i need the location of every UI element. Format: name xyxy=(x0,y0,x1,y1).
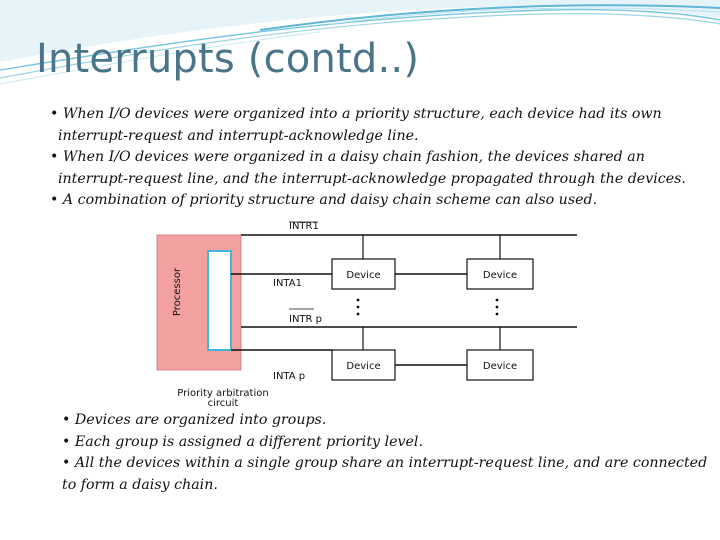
device-label: Device xyxy=(483,270,517,281)
bullet-daisy-chain: • When I/O devices were organized in a d… xyxy=(50,149,686,187)
ellipsis-dots-left xyxy=(356,298,360,316)
device-label: Device xyxy=(346,361,380,372)
bullet-priority-level: • Each group is assigned a different pri… xyxy=(62,433,423,450)
bullet-groups: • Devices are organized into groups. xyxy=(62,412,327,428)
bullet-shared-line: • All the devices within a single group … xyxy=(62,455,708,493)
ellipsis-dots-right xyxy=(495,298,499,316)
slide-title: Interrupts (contd..) xyxy=(36,36,420,82)
intap-label: INTA p xyxy=(273,371,305,382)
inta1-label: INTA1 xyxy=(273,278,302,289)
bottom-bullet-list: • Devices are organized into groups. • E… xyxy=(62,410,712,496)
priority-arbitration-circuit xyxy=(207,250,232,351)
bullet-priority-structure: • When I/O devices were organized into a… xyxy=(50,106,662,144)
interrupt-priority-diagram: Processor INTR1 INTA1 Device Device INTR… xyxy=(156,221,577,409)
intrp-label: INTR p xyxy=(289,314,322,325)
device-label: Device xyxy=(483,361,517,372)
intr1-label: INTR1 xyxy=(289,221,319,232)
bullet-combination: • A combination of priority structure an… xyxy=(50,192,598,209)
arbitration-label-line2: circuit xyxy=(208,398,239,409)
processor-label: Processor xyxy=(172,267,183,316)
top-bullet-list: • When I/O devices were organized into a… xyxy=(50,104,718,212)
device-groupp-a xyxy=(331,349,396,381)
device-label: Device xyxy=(346,270,380,281)
arbitration-label-line1: Priority arbitration xyxy=(177,388,268,399)
decorative-swoosh xyxy=(0,0,720,85)
